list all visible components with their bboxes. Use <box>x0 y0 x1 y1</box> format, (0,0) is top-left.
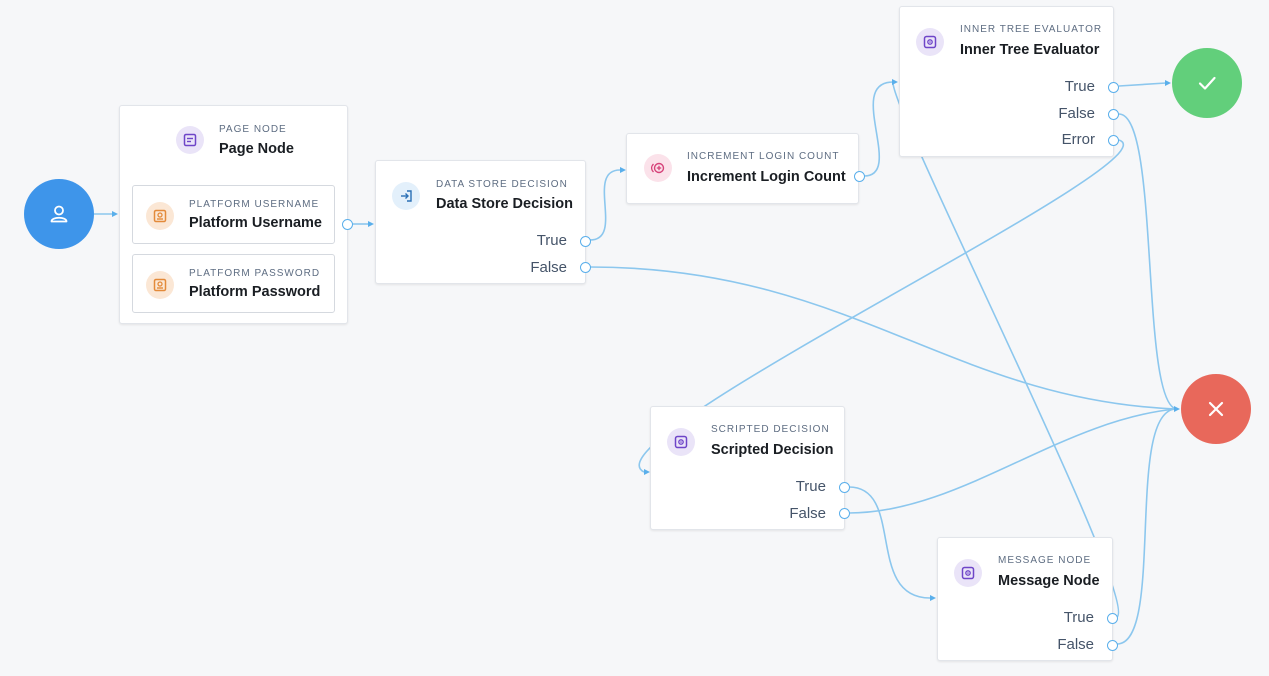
page-node[interactable]: PAGE NODE Page Node PLATFORM USERNAME Pl… <box>119 105 353 324</box>
node-title: Inner Tree Evaluator <box>960 42 1100 58</box>
node-title: Increment Login Count <box>687 169 846 185</box>
counter-icon <box>644 154 672 182</box>
outcome-error: Error <box>1013 131 1119 151</box>
input-arrow <box>644 468 650 475</box>
failure-node[interactable] <box>1181 374 1251 444</box>
node-type-label: SCRIPTED DECISION <box>711 424 830 435</box>
outcome-label: True <box>795 478 826 495</box>
node-type-label: MESSAGE NODE <box>998 555 1092 566</box>
increment-login-count-node[interactable]: INCREMENT LOGIN COUNT Increment Login Co… <box>626 133 865 204</box>
node-title: Scripted Decision <box>711 442 834 458</box>
node-title: Data Store Decision <box>436 196 573 212</box>
inner-tree-evaluator-node[interactable]: INNER TREE EVALUATOR Inner Tree Evaluato… <box>899 6 1119 157</box>
node-title: Platform Username <box>189 215 322 231</box>
outcome-label: True <box>1063 609 1094 626</box>
outcome-label: False <box>1057 636 1094 653</box>
node-type-label: PLATFORM USERNAME <box>189 199 320 210</box>
wire-inner-false-to-failure <box>1118 113 1177 410</box>
outcome-label: False <box>530 259 567 276</box>
outcome-label: True <box>1064 78 1095 95</box>
input-arrow <box>620 166 626 173</box>
settings-icon <box>916 28 944 56</box>
outcome-label: False <box>789 505 826 522</box>
outcome-true: True <box>485 232 591 252</box>
outcome-port[interactable] <box>1108 135 1119 146</box>
page-icon <box>176 126 204 154</box>
outcome-port[interactable] <box>342 219 353 230</box>
data-store-decision-node[interactable]: DATA STORE DECISION Data Store Decision … <box>375 160 591 284</box>
success-node[interactable] <box>1172 48 1242 118</box>
sign-in-icon <box>392 182 420 210</box>
message-node[interactable]: MESSAGE NODE Message Node True False <box>937 537 1118 661</box>
outcome-port[interactable] <box>1107 640 1118 651</box>
user-card-icon <box>146 202 174 230</box>
node-title: Page Node <box>219 141 294 157</box>
outcome-false: False <box>485 259 591 279</box>
user-icon <box>50 205 68 223</box>
input-arrow <box>892 78 898 85</box>
close-icon <box>1208 401 1224 417</box>
wire-increment-to-inner <box>863 81 894 177</box>
outcome-port[interactable] <box>839 508 850 519</box>
outcome-true: True <box>744 478 850 498</box>
outcome-port[interactable] <box>580 262 591 273</box>
outcome-label: False <box>1058 105 1095 122</box>
outcome-port[interactable] <box>1108 82 1119 93</box>
input-arrow <box>112 210 118 217</box>
platform-username-node[interactable]: PLATFORM USERNAME Platform Username <box>132 185 335 244</box>
user-card-icon <box>146 271 174 299</box>
outcome-port[interactable] <box>854 171 865 182</box>
settings-icon <box>954 559 982 587</box>
outcome-label: True <box>536 232 567 249</box>
input-arrow <box>930 594 936 601</box>
wire-inner-true-to-success <box>1118 82 1167 87</box>
start-node[interactable] <box>24 179 94 249</box>
outcome-true: True <box>1012 609 1118 629</box>
check-icon <box>1198 76 1216 90</box>
wire-datastore-true-to-increment <box>589 169 621 241</box>
wire-datastore-false-to-failure <box>589 266 1177 410</box>
scripted-decision-node[interactable]: SCRIPTED DECISION Scripted Decision True… <box>650 406 850 530</box>
outcome-false: False <box>1013 105 1119 125</box>
platform-password-node[interactable]: PLATFORM PASSWORD Platform Password <box>132 254 335 313</box>
node-type-label: INNER TREE EVALUATOR <box>960 24 1103 35</box>
outcome-port[interactable] <box>1108 109 1119 120</box>
outcome-port[interactable] <box>839 482 850 493</box>
input-arrow <box>1174 405 1180 412</box>
outcome-false: False <box>1012 636 1118 656</box>
outcome-label: Error <box>1061 131 1095 148</box>
node-title: Message Node <box>998 573 1100 589</box>
node-type-label: INCREMENT LOGIN COUNT <box>687 151 840 162</box>
input-arrow <box>1165 79 1171 86</box>
outcome-true: True <box>1013 78 1119 98</box>
outcome-port[interactable] <box>1107 613 1118 624</box>
node-type-label: PLATFORM PASSWORD <box>189 268 321 279</box>
outcome-port[interactable] <box>580 236 591 247</box>
node-type-label: PAGE NODE <box>219 124 287 135</box>
node-type-label: DATA STORE DECISION <box>436 179 568 190</box>
input-arrow <box>368 220 374 227</box>
wire-message-false-to-failure <box>1116 408 1177 645</box>
settings-icon <box>667 428 695 456</box>
outcome-false: False <box>744 505 850 525</box>
wire-scripted-true-to-message <box>848 486 931 599</box>
wire-scripted-false-to-failure <box>848 408 1177 514</box>
node-title: Platform Password <box>189 284 321 300</box>
